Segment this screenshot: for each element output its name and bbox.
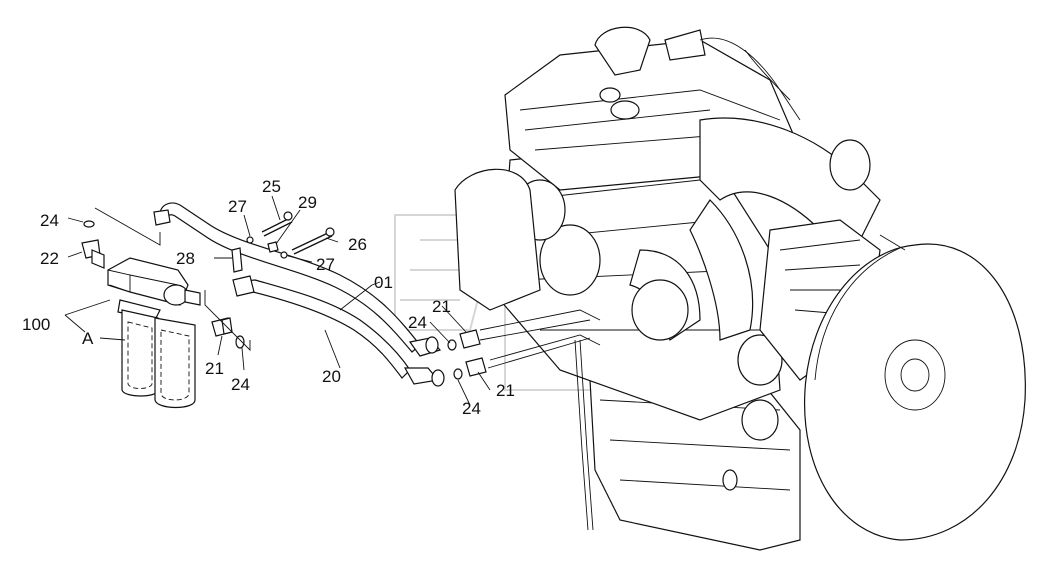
callout-22: 22 [40,249,59,268]
intake-pipe [699,117,881,241]
adapter-21-left [211,317,233,337]
o-ring-top [83,220,95,228]
hose-20 [232,275,445,387]
callout-28: 28 [176,249,195,268]
callout-29: 29 [298,193,317,212]
hose-01 [153,202,442,357]
callout-25: 25 [262,177,281,196]
callout-26: 26 [348,235,367,254]
adapter-21-mid [459,329,481,349]
washer-27-mid [280,251,288,259]
nut-29 [267,241,279,253]
filter-cartridge-left [121,309,159,397]
callout-20: 20 [322,367,341,386]
callout-21-left: 21 [205,359,224,378]
callout-01: 01 [374,273,393,292]
callout-A: A [82,329,94,348]
oil-filter-assembly [107,257,201,409]
adapter-21-low [465,357,487,377]
callout-21-mid: 21 [432,297,451,316]
callout-24-mid: 24 [408,313,427,332]
engine-assembly [454,26,881,551]
washer-27-top [246,236,254,244]
bracket-28 [231,247,243,273]
o-ring-low [453,368,463,380]
leader-lines [64,195,591,406]
filter-cartridge-right [154,317,196,409]
flywheel-housing [803,234,1026,541]
bolt-25 [261,211,293,237]
bolt-26 [291,227,335,255]
dipstick [574,339,589,531]
callout-27-mid: 27 [316,255,335,274]
callout-24-top: 24 [40,211,59,230]
callout-21-low: 21 [496,381,515,400]
fitting-22 [81,239,105,269]
callout-100: 100 [22,315,50,334]
callout-24-low: 24 [462,399,481,418]
o-ring-mid [447,339,457,351]
callout-27-top: 27 [228,197,247,216]
callout-24-left: 24 [231,375,250,394]
